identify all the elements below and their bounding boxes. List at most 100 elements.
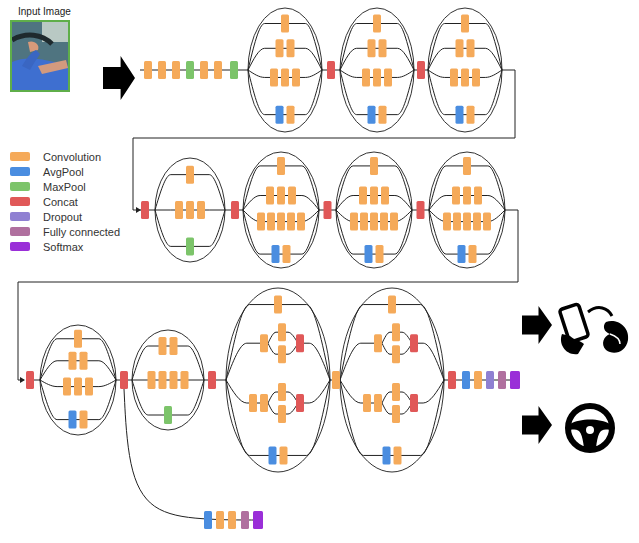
conv-layer bbox=[159, 371, 167, 389]
maxpool-layer bbox=[186, 237, 194, 255]
arrow-head bbox=[20, 377, 25, 383]
fc-layer bbox=[498, 371, 506, 389]
conv-layer bbox=[200, 61, 208, 79]
branch-wire bbox=[340, 48, 414, 70]
conv-layer bbox=[287, 39, 295, 57]
legend-swatch bbox=[10, 212, 30, 221]
conv-layer bbox=[276, 39, 284, 57]
image-node: Input Image bbox=[10, 6, 80, 92]
conv-layer bbox=[278, 405, 286, 423]
conv-layer bbox=[74, 330, 82, 348]
conv-layer bbox=[181, 371, 189, 389]
branch-wire bbox=[132, 346, 204, 380]
conv-layer bbox=[216, 511, 224, 529]
conv-layer bbox=[392, 405, 400, 423]
conv-layer bbox=[332, 371, 340, 389]
conv-layer bbox=[278, 383, 286, 401]
conv-layer bbox=[359, 187, 367, 205]
legend-label: Dropout bbox=[43, 211, 82, 223]
branch-wire bbox=[336, 210, 412, 254]
module-outline bbox=[243, 152, 319, 268]
driver-photo bbox=[12, 22, 68, 90]
maxpool-layer bbox=[186, 61, 194, 79]
conv-layer bbox=[158, 61, 166, 79]
module-outline bbox=[428, 8, 502, 132]
conv-layer bbox=[474, 371, 482, 389]
conv-layer bbox=[483, 213, 491, 231]
reach-arc bbox=[588, 308, 612, 316]
conv-layer bbox=[360, 213, 368, 231]
conv-layer bbox=[370, 187, 378, 205]
conv-layer bbox=[392, 383, 400, 401]
forearm bbox=[38, 60, 68, 74]
inception-module bbox=[226, 288, 330, 472]
concat-layer bbox=[296, 334, 304, 352]
inception-module bbox=[40, 325, 116, 435]
inception-module bbox=[429, 152, 505, 268]
legend-entry: Fully connected bbox=[10, 224, 120, 239]
conv-layer bbox=[69, 352, 77, 370]
concat-layer bbox=[417, 201, 425, 219]
conv-layer bbox=[463, 213, 471, 231]
concat-layer bbox=[410, 394, 418, 412]
image-caption: Input Image bbox=[18, 6, 80, 18]
branch-wire bbox=[226, 305, 330, 380]
conv-layer bbox=[392, 345, 400, 363]
concat-layer bbox=[448, 371, 456, 389]
module-outline bbox=[340, 8, 414, 132]
module-outline bbox=[226, 288, 330, 472]
avgpool-layer bbox=[69, 411, 77, 429]
conv-layer bbox=[390, 213, 398, 231]
branch-wire bbox=[340, 380, 444, 455]
conv-layer bbox=[80, 352, 88, 370]
branch-wire bbox=[132, 380, 204, 381]
inception-module bbox=[155, 158, 225, 262]
concat-layer bbox=[327, 61, 335, 79]
module-outline bbox=[132, 330, 204, 430]
finger-gap bbox=[610, 334, 620, 344]
concat-layer bbox=[231, 201, 239, 219]
conv-layer bbox=[461, 15, 469, 33]
legend-entry: Dropout bbox=[10, 209, 120, 224]
conv-layer bbox=[453, 213, 461, 231]
avgpool-layer bbox=[462, 371, 470, 389]
legend-swatch bbox=[10, 182, 30, 191]
conv-layer bbox=[85, 378, 93, 396]
conv-layer bbox=[287, 213, 295, 231]
avgpool-layer bbox=[456, 106, 464, 124]
concat-layer bbox=[141, 201, 149, 219]
conv-layer bbox=[148, 371, 156, 389]
conv-layer bbox=[379, 106, 387, 124]
shirt bbox=[12, 59, 68, 90]
conv-layer bbox=[228, 511, 236, 529]
conv-layer bbox=[270, 68, 278, 86]
conv-layer bbox=[450, 68, 458, 86]
conv-layer bbox=[260, 334, 268, 352]
conv-layer bbox=[370, 213, 378, 231]
concat-layer bbox=[26, 371, 34, 389]
conv-layer bbox=[292, 68, 300, 86]
inception-module bbox=[340, 288, 444, 472]
conv-layer bbox=[277, 187, 285, 205]
avgpool-layer bbox=[383, 446, 391, 464]
conv-layer bbox=[172, 61, 180, 79]
conv-layer bbox=[350, 213, 358, 231]
conv-layer bbox=[467, 39, 475, 57]
avgpool-layer bbox=[269, 446, 277, 464]
conv-layer bbox=[288, 187, 296, 205]
conv-layer bbox=[443, 213, 451, 231]
conv-layer bbox=[373, 68, 381, 86]
hand bbox=[28, 41, 38, 52]
legend-swatch bbox=[10, 242, 30, 251]
fc-layer bbox=[241, 511, 249, 529]
legend-entry: Convolution bbox=[10, 149, 120, 164]
wheel-center bbox=[586, 426, 594, 434]
image-frame bbox=[10, 20, 70, 92]
legend-swatch bbox=[10, 152, 30, 161]
conv-layer bbox=[467, 106, 475, 124]
hand-shape bbox=[603, 321, 628, 353]
conv-layer bbox=[472, 68, 480, 86]
conv-layer bbox=[384, 68, 392, 86]
